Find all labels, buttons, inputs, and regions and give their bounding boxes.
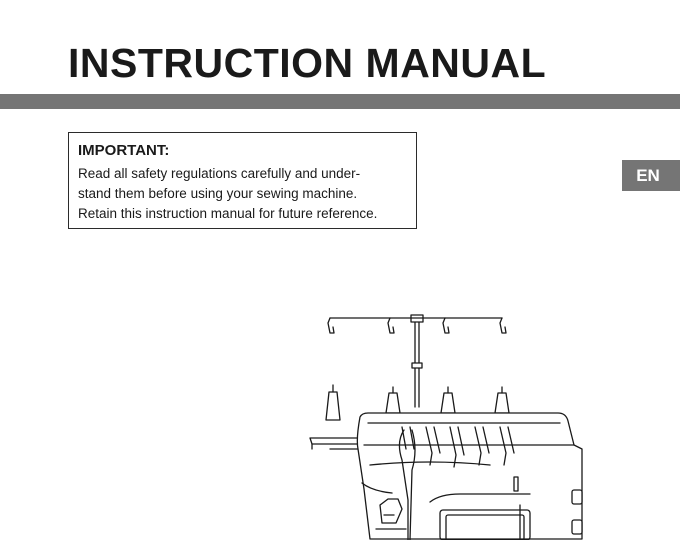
spool-cones bbox=[325, 384, 510, 421]
notice-line: Read all safety regulations carefully an… bbox=[78, 166, 361, 181]
thread-path-right bbox=[409, 429, 416, 540]
front-latch bbox=[513, 476, 519, 492]
thread-guide-antenna bbox=[327, 314, 507, 408]
presser-foot-area bbox=[375, 498, 407, 530]
serger-machine-illustration bbox=[309, 314, 583, 540]
page-title: INSTRUCTION MANUAL bbox=[68, 40, 547, 86]
notice-line: stand them before using your sewing mach… bbox=[78, 186, 358, 201]
notice-heading: IMPORTANT: bbox=[78, 142, 170, 159]
tension-dials bbox=[401, 426, 515, 468]
handwheel bbox=[571, 489, 583, 535]
spool-plate bbox=[309, 437, 365, 445]
notice-line: Retain this instruction manual for futur… bbox=[78, 206, 378, 221]
thread-path-left bbox=[398, 429, 409, 540]
language-tab-en: EN bbox=[622, 160, 680, 191]
important-notice-box: IMPORTANT: Read all safety regulations c… bbox=[68, 132, 417, 229]
title-divider-bar bbox=[0, 94, 680, 109]
machine-body bbox=[356, 412, 583, 540]
